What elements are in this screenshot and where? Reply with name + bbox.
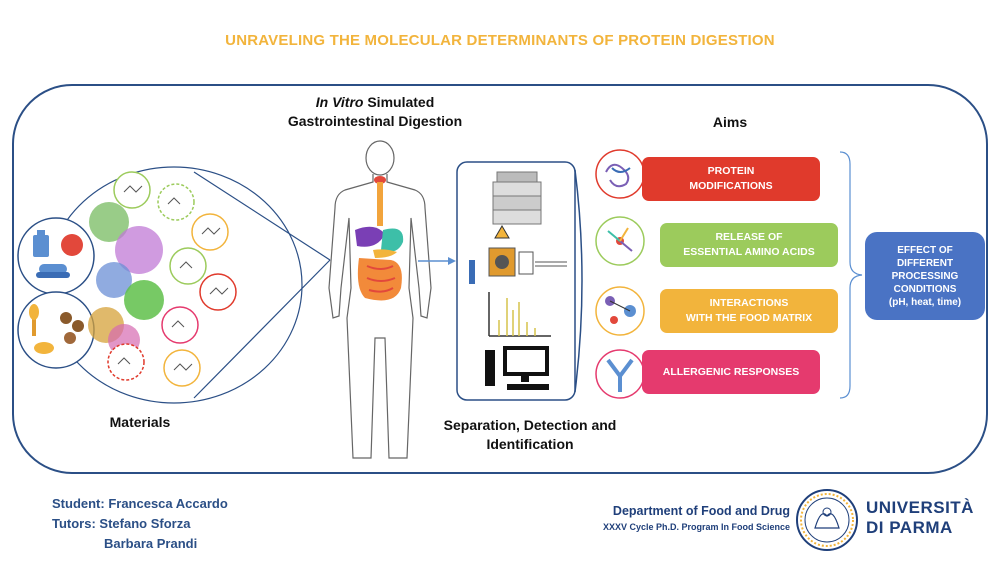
tutor2-line: Barbara Prandi	[104, 536, 198, 551]
separation-label: Separation, Detection and Identification	[425, 416, 635, 454]
student-line: Student: Francesca Accardo	[52, 496, 228, 511]
protein-structure-icon	[595, 149, 645, 199]
hplc-icon	[492, 171, 542, 225]
arrow-icon	[418, 257, 456, 265]
mass-spectrometer-icon	[469, 225, 567, 284]
aim-essential-amino-acids: RELEASE OF ESSENTIAL AMINO ACIDS	[660, 223, 838, 267]
separation-label-line2: Identification	[486, 436, 574, 452]
bracket-icon	[839, 151, 863, 399]
antibody-icon	[595, 349, 645, 399]
aim-label-line2: MODIFICATIONS	[689, 180, 773, 192]
separation-label-line1: Separation, Detection and	[443, 417, 617, 433]
digestion-heading-italic: In Vitro	[315, 94, 364, 110]
molecular-interaction-icon	[595, 286, 645, 336]
digestion-heading-line2: Gastrointestinal Digestion	[287, 113, 463, 129]
credits: Student: Francesca Accardo Tutors: Stefa…	[52, 494, 312, 554]
university-seal-icon	[796, 489, 858, 551]
aims-heading: Aims	[712, 114, 748, 130]
aim-label-line1: ALLERGENIC RESPONSES	[662, 365, 800, 378]
food-circle-grains-legumes	[17, 291, 95, 369]
human-body-icon	[328, 140, 432, 459]
effect-line: DIFFERENT	[896, 257, 954, 269]
university-line2: DI PARMA	[866, 518, 953, 537]
protein-structures-icon	[88, 202, 164, 356]
aim-icons-column	[595, 149, 645, 399]
amino-acid-release-icon	[595, 216, 645, 266]
aim-label-line1: INTERACTIONS	[709, 297, 789, 309]
aim-protein-modifications: PROTEIN MODIFICATIONS	[642, 157, 820, 201]
main-frame	[12, 84, 988, 474]
materials-label: Materials	[109, 414, 171, 430]
aim-label-line1: RELEASE OF	[715, 231, 783, 243]
tutors-line: Tutors: Stefano Sforza	[52, 516, 191, 531]
aim-label-line1: PROTEIN	[707, 165, 755, 177]
university-line1: UNIVERSITÀ	[866, 498, 974, 517]
spectrum-icon	[488, 292, 551, 337]
department-name: Department of Food and Drug	[612, 504, 790, 518]
amino-acid-circles	[107, 171, 237, 387]
university-name: UNIVERSITÀ DI PARMA	[866, 498, 996, 538]
aim-label-line2: ESSENTIAL AMINO ACIDS	[683, 246, 815, 258]
effect-line: (pH, heat, time)	[888, 296, 962, 308]
effect-line: CONDITIONS	[893, 283, 957, 295]
effect-line: PROCESSING	[891, 270, 959, 282]
aim-food-matrix-interactions: INTERACTIONS WITH THE FOOD MATRIX	[660, 289, 838, 333]
effect-line: EFFECT OF	[897, 244, 953, 256]
poster-title: UNRAVELING THE MOLECULAR DETERMINANTS OF…	[225, 32, 775, 49]
instrumentation-panel	[456, 161, 583, 401]
digestion-heading: In Vitro Simulated Gastrointestinal Dige…	[250, 93, 500, 131]
aim-label-line2: WITH THE FOOD MATRIX	[685, 312, 813, 324]
program-name: XXXV Cycle Ph.D. Program In Food Science	[602, 522, 790, 532]
aim-allergenic-responses: ALLERGENIC RESPONSES	[642, 350, 820, 394]
food-circle-dairy-meat	[17, 217, 95, 295]
materials-illustration	[17, 166, 331, 404]
digestion-heading-rest: Simulated	[363, 94, 435, 110]
effect-box: EFFECT OF DIFFERENT PROCESSING CONDITION…	[865, 232, 985, 320]
computer-icon	[485, 346, 549, 390]
